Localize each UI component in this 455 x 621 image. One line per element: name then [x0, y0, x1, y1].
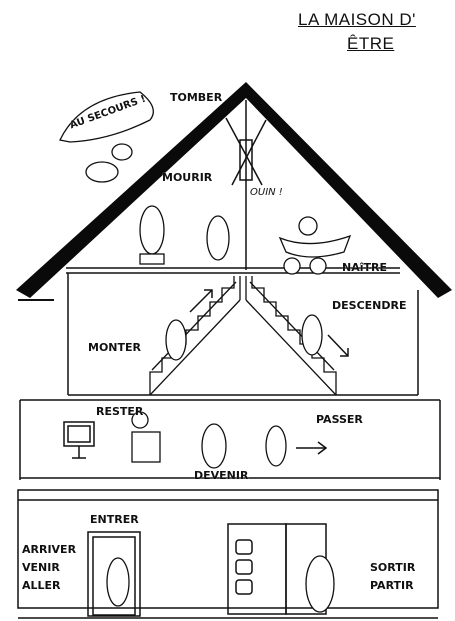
- verb-aller: ALLER: [22, 580, 61, 592]
- title-line-2: ÊTRE: [347, 34, 394, 54]
- verb-tomber: TOMBER: [170, 92, 222, 103]
- baby-carriage: [280, 217, 350, 274]
- figure-climbing: [166, 320, 186, 360]
- verb-monter: MONTER: [88, 342, 141, 353]
- baby-cry-text: OUIN !: [250, 188, 283, 198]
- figure-dying: [140, 206, 164, 264]
- arrow-up-icon: [190, 290, 212, 312]
- verb-naitre: NAîTRE: [342, 262, 387, 273]
- title-line-1: LA MAISON D': [298, 10, 416, 30]
- staircase-left: [150, 276, 240, 395]
- figure-weeping: [207, 216, 229, 260]
- verb-sortir: SORTIR: [370, 562, 415, 574]
- verb-arriver: ARRIVER: [22, 544, 76, 556]
- verb-entrer: ENTRER: [90, 514, 139, 525]
- verb-partir: PARTIR: [370, 580, 414, 592]
- verb-passer: PASSER: [316, 414, 363, 425]
- stairs-floor-walls: [68, 273, 418, 395]
- figure-becoming: [202, 424, 226, 468]
- verb-descendre: DESCENDRE: [332, 300, 406, 311]
- figure-staying: [132, 412, 160, 462]
- verb-rester: RESTER: [96, 406, 143, 417]
- verb-mourir: MOURIR: [162, 172, 212, 183]
- verb-venir: VENIR: [22, 562, 60, 574]
- figure-passing: [266, 426, 286, 466]
- figure-leaving: [306, 556, 334, 612]
- figure-entering: [107, 558, 129, 606]
- arrow-right-icon: [296, 442, 326, 454]
- arrow-down-icon: [328, 335, 348, 356]
- verb-devenir: DEVENIR: [194, 470, 248, 481]
- figure-falling: [86, 144, 132, 182]
- figure-descending: [302, 315, 322, 355]
- attic-beams: [226, 100, 266, 270]
- tv-icon: [64, 422, 94, 458]
